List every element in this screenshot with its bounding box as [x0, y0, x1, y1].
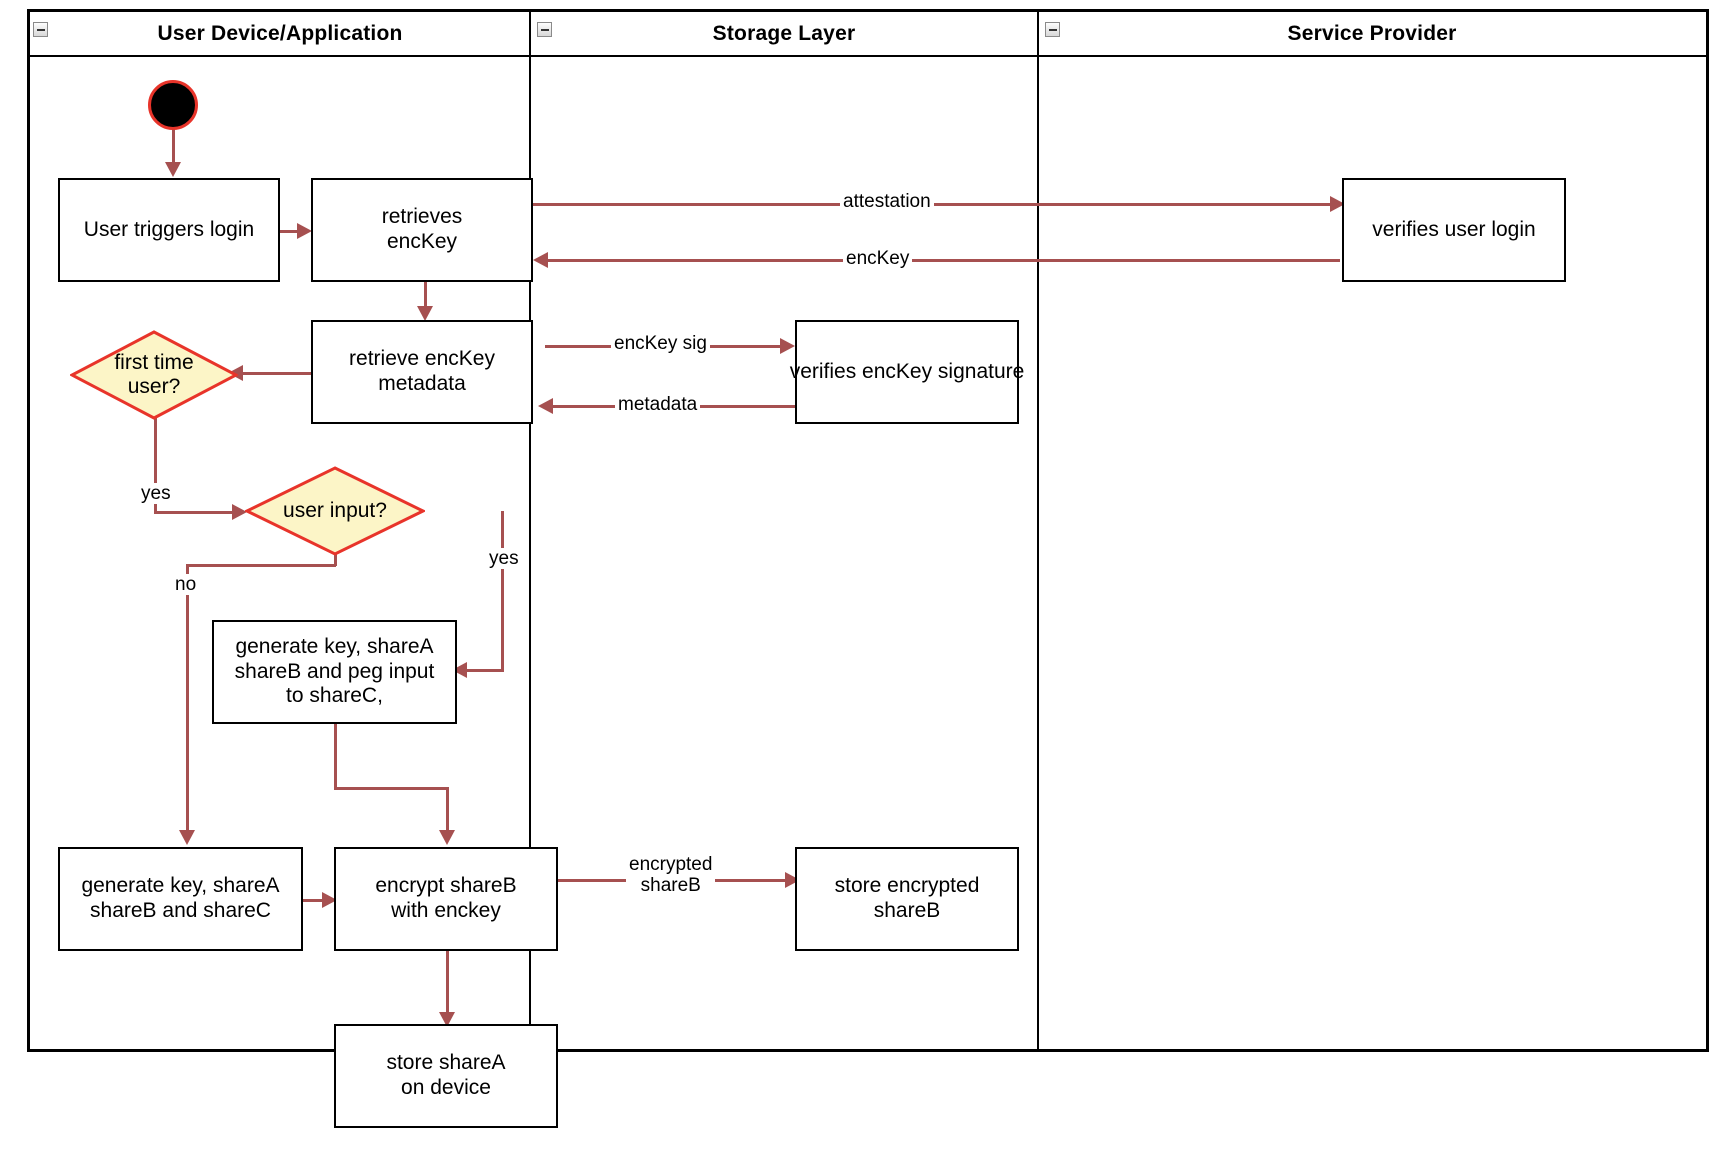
node-label: retrieve encKey metadata — [349, 347, 495, 395]
node-label: User triggers login — [83, 217, 255, 241]
collapse-minus-icon[interactable] — [537, 22, 552, 37]
edge-metadata-to-firsttime — [240, 372, 312, 375]
edge-firsttime-yes-v — [154, 412, 157, 513]
edge-label-metadata: metadata — [615, 394, 701, 416]
arrowhead-right — [780, 338, 795, 354]
edge-userinput-no-h — [186, 564, 336, 567]
node-label: verifies user login — [1372, 217, 1536, 241]
arrowhead-down — [439, 1012, 455, 1027]
arrowhead-left — [538, 398, 553, 414]
arrowhead-down — [439, 830, 455, 845]
node-generate-key-peg-sharec[interactable]: generate key, shareA shareB and peg inpu… — [212, 620, 457, 724]
node-label: encrypt shareB with enckey — [375, 874, 517, 922]
edge-start-to-login — [172, 124, 175, 168]
edge-label-encrypted-shareb: encrypted shareB — [626, 854, 716, 897]
node-label: generate key, shareA shareB and peg inpu… — [234, 634, 435, 708]
diamond-shape — [70, 330, 238, 420]
edge-shares-to-encrypt — [303, 899, 328, 902]
arrowhead-right — [322, 892, 337, 908]
node-store-sharea-on-device[interactable]: store shareA on device — [334, 1024, 558, 1128]
node-store-encrypted-shareb[interactable]: store encrypted shareB — [795, 847, 1019, 951]
edge-attestation — [530, 203, 1340, 206]
decision-label: user input? — [283, 498, 387, 522]
arrowhead-right — [232, 504, 247, 520]
diamond-shape — [245, 466, 425, 556]
node-label: verifies encKey signature — [789, 359, 1025, 383]
decision-first-time-user[interactable]: first time user? — [70, 330, 238, 420]
edge-encrypt-to-store — [446, 951, 449, 1018]
lane-header-storage: Storage Layer — [530, 12, 1038, 57]
node-retrieve-enckey-metadata[interactable]: retrieve encKey metadata — [311, 320, 533, 424]
collapse-minus-icon[interactable] — [33, 22, 48, 37]
lane-title-service-provider: Service Provider — [1287, 21, 1457, 45]
edge-userinput-yes-h — [462, 669, 504, 672]
lane-header-user-device: User Device/Application — [30, 12, 530, 57]
edge-userinput-yes-v — [501, 511, 504, 671]
node-retrieves-enckey[interactable]: retrieves encKey — [311, 178, 533, 282]
edge-label-userinput-yes: yes — [486, 548, 522, 570]
arrowhead-right — [297, 223, 312, 239]
edge-label-enckey-sig: encKey sig — [611, 333, 710, 355]
edge-label-enckey: encKey — [843, 248, 913, 270]
edge-label-userinput-no: no — [172, 574, 200, 596]
lane-header-service-provider: Service Provider — [1038, 12, 1706, 57]
edge-enckey — [545, 259, 1340, 262]
edge-firsttime-yes-h — [154, 511, 240, 514]
decision-label: first time user? — [114, 350, 194, 398]
edge-login-to-retrieves — [277, 230, 305, 233]
arrowhead-down — [165, 162, 181, 177]
arrowhead-down — [179, 830, 195, 845]
node-encrypt-shareb-with-enckey[interactable]: encrypt shareB with enckey — [334, 847, 558, 951]
node-generate-key-shares[interactable]: generate key, shareA shareB and shareC — [58, 847, 303, 951]
node-label: retrieves encKey — [381, 205, 463, 253]
decision-user-input[interactable]: user input? — [245, 466, 425, 556]
lane-title-user-device: User Device/Application — [157, 21, 403, 45]
node-verifies-enckey-signature[interactable]: verifies encKey signature — [790, 320, 1024, 424]
edge-userinput-no-v1 — [334, 551, 337, 566]
lane-title-storage: Storage Layer — [712, 21, 856, 45]
edge-userinput-no-v2 — [186, 564, 189, 836]
edge-peg-to-encrypt-v1 — [334, 724, 337, 789]
start-node — [148, 80, 198, 130]
edge-label-firsttime-yes: yes — [138, 483, 174, 505]
lane-divider-1 — [529, 12, 531, 1049]
arrowhead-left — [533, 252, 548, 268]
node-user-triggers-login[interactable]: User triggers login — [58, 178, 280, 282]
edge-label-attestation: attestation — [840, 191, 934, 213]
node-label: store shareA on device — [386, 1051, 506, 1099]
edge-peg-to-encrypt-v2 — [446, 787, 449, 836]
arrowhead-right — [1330, 196, 1345, 212]
collapse-minus-icon[interactable] — [1045, 22, 1060, 37]
edge-retrieves-to-metadata — [424, 270, 427, 312]
node-verifies-user-login[interactable]: verifies user login — [1342, 178, 1566, 282]
lane-divider-2 — [1037, 12, 1039, 1049]
node-label: store encrypted shareB — [834, 874, 980, 922]
node-label: generate key, shareA shareB and shareC — [81, 874, 280, 922]
arrowhead-down — [417, 306, 433, 321]
edge-peg-to-encrypt-h — [334, 787, 448, 790]
